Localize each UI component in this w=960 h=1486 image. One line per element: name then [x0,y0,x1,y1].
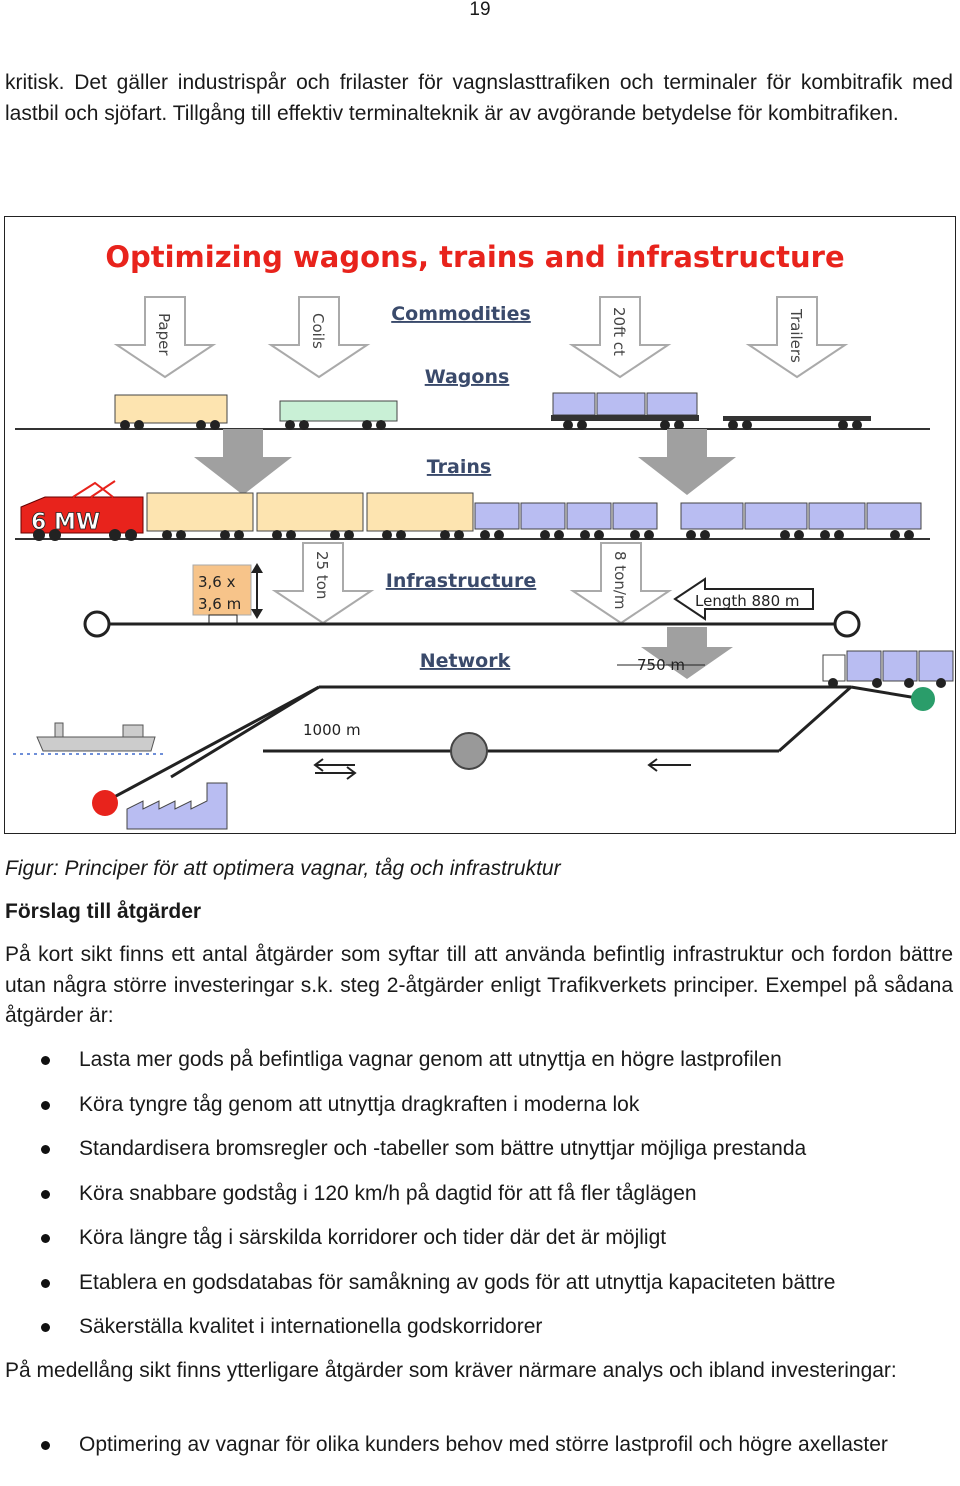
arrow-down-left [194,429,292,495]
list-item: Köra tyngre tåg genom att utnyttja dragk… [0,1090,960,1121]
siding-750-label: 750 m [637,656,685,674]
locomotive [20,480,144,541]
train-wagons-yellow [146,492,474,540]
list-item-text: Etablera en godsdatabas för samåkning av… [79,1270,836,1294]
bullet-icon [41,1441,50,1450]
node-grey [450,732,488,770]
list-item-text: Standardisera bromsregler och -tabeller … [79,1137,807,1160]
length-arrow [673,577,814,621]
truck-icon [822,650,954,688]
bullet-icon [41,1323,50,1332]
list-item: Optimering av vagnar för olika kunders b… [0,1430,960,1461]
arrow-coils [267,296,371,379]
figure-caption: Figur: Principer för att optimera vagnar… [5,857,561,880]
profile-line1: 3,6 x [198,573,236,591]
arrow-paper-label: Paper [155,313,173,356]
arrow-20ft [568,296,672,379]
arrow-25ton-label: 25 ton [313,551,331,599]
figure-optimizing-diagram: Optimizing wagons, trains and infrastruc… [4,216,956,834]
arrow-down-network [641,627,733,679]
infrastructure-label: Infrastructure [386,570,536,592]
wagons-label: Wagons [425,366,510,388]
network-tracks [102,685,924,805]
list-item-text: Lasta mer gods på befintliga vagnar geno… [79,1048,782,1071]
arrow-8ton-label: 8 ton/m [611,551,629,610]
wagon-green [279,400,398,430]
profile-line2: 3,6 m [198,595,241,613]
list-item: Standardisera bromsregler och -tabeller … [0,1134,960,1165]
list-item: Lasta mer gods på befintliga vagnar geno… [0,1045,960,1076]
list-item-text: Köra snabbare godståg i 120 km/h på dagt… [79,1181,697,1205]
list-item-text: Köra längre tåg i särskilda korridorer o… [79,1226,667,1249]
arrow-25ton [271,542,375,625]
bullet-icon [41,1100,50,1110]
node-red [92,790,118,816]
commodities-label: Commodities [391,303,531,325]
wagon-flat [723,416,871,430]
trains-label: Trains [427,456,491,478]
paragraph-short-term: På kort sikt finns ett antal åtgärder so… [5,943,953,1027]
page-number: 19 [469,0,491,20]
bullet-icon [41,1189,50,1199]
section-heading: Förslag till åtgärder [5,900,202,923]
siding-1000-label: 1000 m [303,721,361,739]
list-item-text: Optimering av vagnar för olika kunders b… [79,1433,888,1456]
list-item-text: Säkerställa kvalitet i internationella g… [79,1315,543,1338]
node-green [911,687,935,711]
ship-icon [13,722,165,755]
direction-arrows [313,758,691,780]
train-length-label: Length 880 m [695,592,800,610]
medium-term-list: Optimering av vagnar för olika kunders b… [0,1430,960,1461]
list-item: Köra snabbare godståg i 120 km/h på dagt… [0,1179,960,1210]
arrow-trailers-label: Trailers [787,308,805,363]
arrow-8ton [569,542,673,625]
short-term-list: Lasta mer gods på befintliga vagnar geno… [0,1045,960,1343]
paragraph-medium-term: På medellång sikt finns ytterligare åtgä… [5,1359,897,1382]
infra-node-left [83,610,111,638]
figure-title: Optimizing wagons, trains and infrastruc… [105,240,844,274]
arrow-down-right [638,429,736,495]
factory-icon [126,782,228,830]
wagon-container [551,392,699,430]
arrow-paper [113,296,217,379]
list-item: Köra längre tåg i särskilda korridorer o… [0,1223,960,1254]
list-item: Säkerställa kvalitet i internationella g… [0,1312,960,1343]
list-item: Etablera en godsdatabas för samåkning av… [0,1268,960,1299]
loading-profile [192,563,263,624]
wagon-yellow [114,394,228,430]
arrow-20ft-label: 20ft ct [610,307,628,356]
infra-node-right [833,610,861,638]
list-item-text: Köra tyngre tåg genom att utnyttja dragk… [79,1092,640,1116]
arrow-coils-label: Coils [309,313,327,349]
intro-paragraph: kritisk. Det gäller industrispår och fri… [5,71,953,125]
bullet-icon [41,1234,50,1243]
arrow-trailers [745,296,849,379]
locomotive-power: 6 MW [31,510,100,535]
bullet-icon [41,1278,50,1288]
bullet-icon [41,1145,50,1154]
network-label: Network [420,650,511,672]
train-wagons-blue [474,502,922,540]
bullet-icon [41,1056,50,1065]
